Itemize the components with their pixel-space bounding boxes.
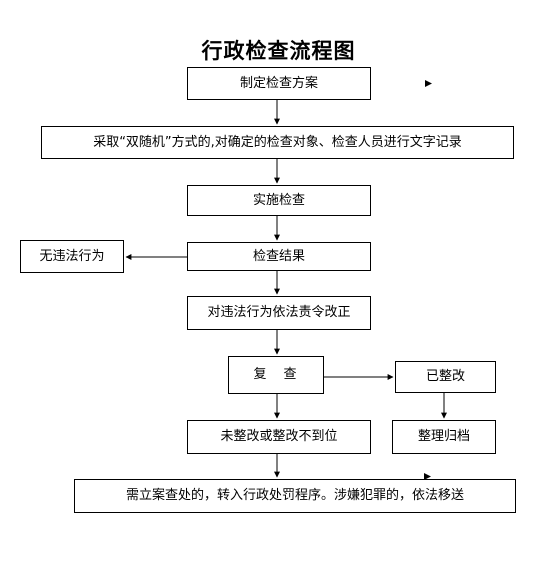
stray-arrow-mark-top <box>425 80 432 87</box>
node-no-violation: 无违法行为 <box>20 240 124 273</box>
node-archive: 整理归档 <box>392 420 496 454</box>
node-rectified-label: 已整改 <box>425 369 465 384</box>
node-no-violation-label: 无违法行为 <box>39 248 105 264</box>
node-plan: 制定检查方案 <box>187 67 371 100</box>
node-result: 检查结果 <box>187 242 371 271</box>
node-transfer: 需立案查处的，转入行政处罚程序。涉嫌犯罪的，依法移送 <box>74 479 516 513</box>
node-implement-label: 实施检查 <box>252 192 305 208</box>
node-rectified: 已整改 <box>395 361 496 393</box>
node-archive-label: 整理归档 <box>417 429 470 444</box>
node-record-label: 采取“双随机”方式的,对确定的检查对象、检查人员进行文字记录 <box>93 134 462 150</box>
node-correct-label: 对违法行为依法责令改正 <box>207 305 351 320</box>
node-recheck: 复 查 <box>228 356 324 394</box>
node-record: 采取“双随机”方式的,对确定的检查对象、检查人员进行文字记录 <box>41 126 514 159</box>
stray-arrow-mark-bottom <box>424 473 431 480</box>
node-result-label: 检查结果 <box>252 248 305 264</box>
node-correct: 对违法行为依法责令改正 <box>187 296 371 330</box>
node-not-rectified-label: 未整改或整改不到位 <box>220 429 338 444</box>
node-transfer-label: 需立案查处的，转入行政处罚程序。涉嫌犯罪的，依法移送 <box>125 488 464 503</box>
node-not-rectified: 未整改或整改不到位 <box>187 420 371 454</box>
node-recheck-label: 复 查 <box>253 367 299 382</box>
node-implement: 实施检查 <box>187 185 371 216</box>
node-plan-label: 制定检查方案 <box>239 75 318 91</box>
page-title: 行政检查流程图 <box>201 39 356 63</box>
